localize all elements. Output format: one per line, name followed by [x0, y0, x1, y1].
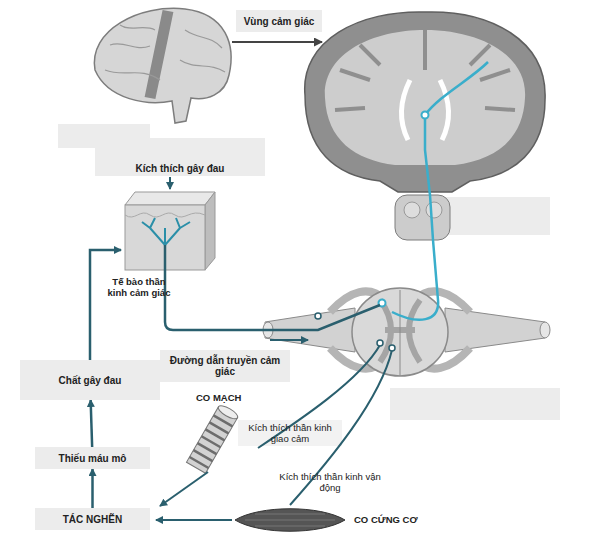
node-text: TÁC NGHẼN [63, 514, 122, 525]
cell-label: Tế bào thần kinh cảm giác [106, 276, 172, 298]
node-text: Đường dẫn truyền cảm giác [164, 355, 286, 377]
blank-box [445, 197, 550, 235]
node-text: Thiếu máu mô [59, 453, 127, 464]
pathway-box: Đường dẫn truyền cảm giác [160, 350, 290, 382]
spinal-cord-section [263, 288, 550, 376]
blank-box [238, 420, 342, 446]
brain-side-view [94, 8, 231, 123]
sensory-pathway [165, 245, 380, 330]
nerve-label: Kích thích thần kinh vận động [272, 471, 388, 493]
ascending-pathway [392, 62, 488, 320]
node-text: Vùng cảm giác [244, 16, 315, 27]
synapse-dot [377, 340, 383, 346]
connector-arrow [91, 469, 94, 508]
synapse-dot [389, 345, 395, 351]
blank-box [390, 388, 560, 420]
stimulus-box: Kích thích gây đau [95, 138, 265, 176]
connector-arrow [91, 400, 93, 447]
arrow [160, 472, 208, 506]
arrow [90, 250, 121, 360]
node-text: Chất gây đau [59, 375, 122, 386]
effect-label: CO MẠCH [196, 392, 266, 403]
muscle-fibers [245, 514, 335, 526]
arrow [169, 177, 171, 189]
arrow [232, 41, 322, 43]
blood-vessel [186, 403, 239, 473]
muscle [235, 509, 345, 532]
effect-label: CO CỨNG CƠ [354, 514, 444, 525]
cause-box: Chất gây đau [20, 360, 160, 400]
nerve-label: Kích thích thần kinh giao cảm [240, 422, 340, 444]
node-text: Kích thích gây đau [136, 163, 225, 174]
arrow [156, 519, 232, 521]
ganglion-dot [315, 313, 321, 319]
cause-box: TÁC NGHẼN [35, 508, 150, 530]
cause-box: Thiếu máu mô [35, 447, 150, 469]
synapse-dot [422, 112, 429, 119]
skin-tissue-block [125, 192, 215, 270]
region-box: Vùng cảm giác [236, 10, 322, 32]
arrow [270, 339, 308, 341]
